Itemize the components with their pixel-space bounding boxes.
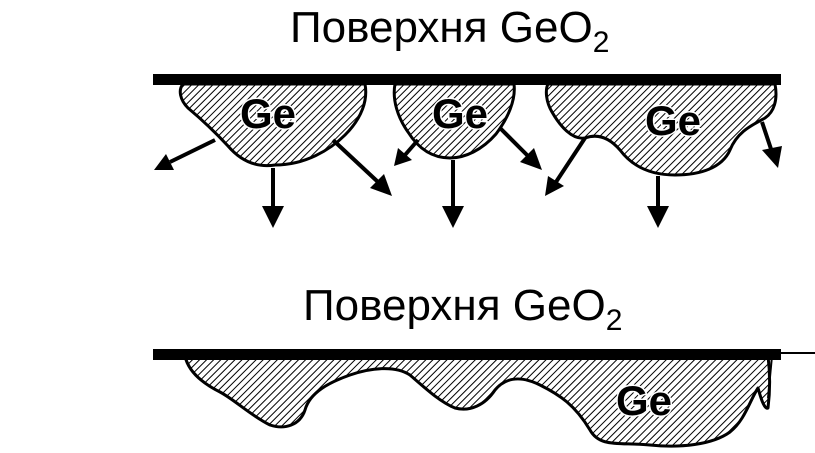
bottom-geo2-surface-bar — [153, 349, 781, 360]
top-geo2-surface-bar — [153, 74, 781, 85]
grain-edge-line — [767, 355, 773, 399]
arrow-diffusion-2 — [262, 168, 284, 228]
ge-label-bottom: Ge — [616, 377, 672, 424]
ge-merged-layer — [183, 354, 771, 448]
arrow-diffusion-1 — [154, 138, 216, 170]
ge-label-3: Ge — [645, 97, 701, 144]
top-title-subscript: 2 — [593, 26, 610, 59]
top-panel: Поверхня GeO2 Ge Ge Ge — [153, 3, 782, 228]
arrow-diffusion-4 — [394, 138, 420, 166]
ge-grain-3 — [544, 82, 778, 177]
top-title-text: Поверхня GeO — [290, 3, 593, 52]
top-panel-title: Поверхня GeO2 — [290, 3, 609, 59]
ge-label-2: Ge — [432, 90, 488, 137]
arrow-diffusion-6 — [498, 126, 542, 170]
arrow-diffusion-7 — [545, 136, 587, 196]
bottom-panel-title: Поверхня GeO2 — [303, 281, 622, 337]
bottom-title-subscript: 2 — [606, 304, 623, 337]
ge-label-1: Ge — [240, 90, 296, 137]
arrow-diffusion-5 — [442, 160, 464, 228]
ge-grain-1 — [178, 82, 368, 168]
arrow-diffusion-3 — [331, 138, 392, 196]
bottom-panel: Поверхня GeO2 Ge — [153, 281, 815, 448]
ge-grain-2 — [392, 82, 516, 160]
arrow-diffusion-9 — [760, 121, 782, 168]
arrow-diffusion-8 — [647, 176, 669, 228]
bottom-title-text: Поверхня GeO — [303, 281, 606, 330]
